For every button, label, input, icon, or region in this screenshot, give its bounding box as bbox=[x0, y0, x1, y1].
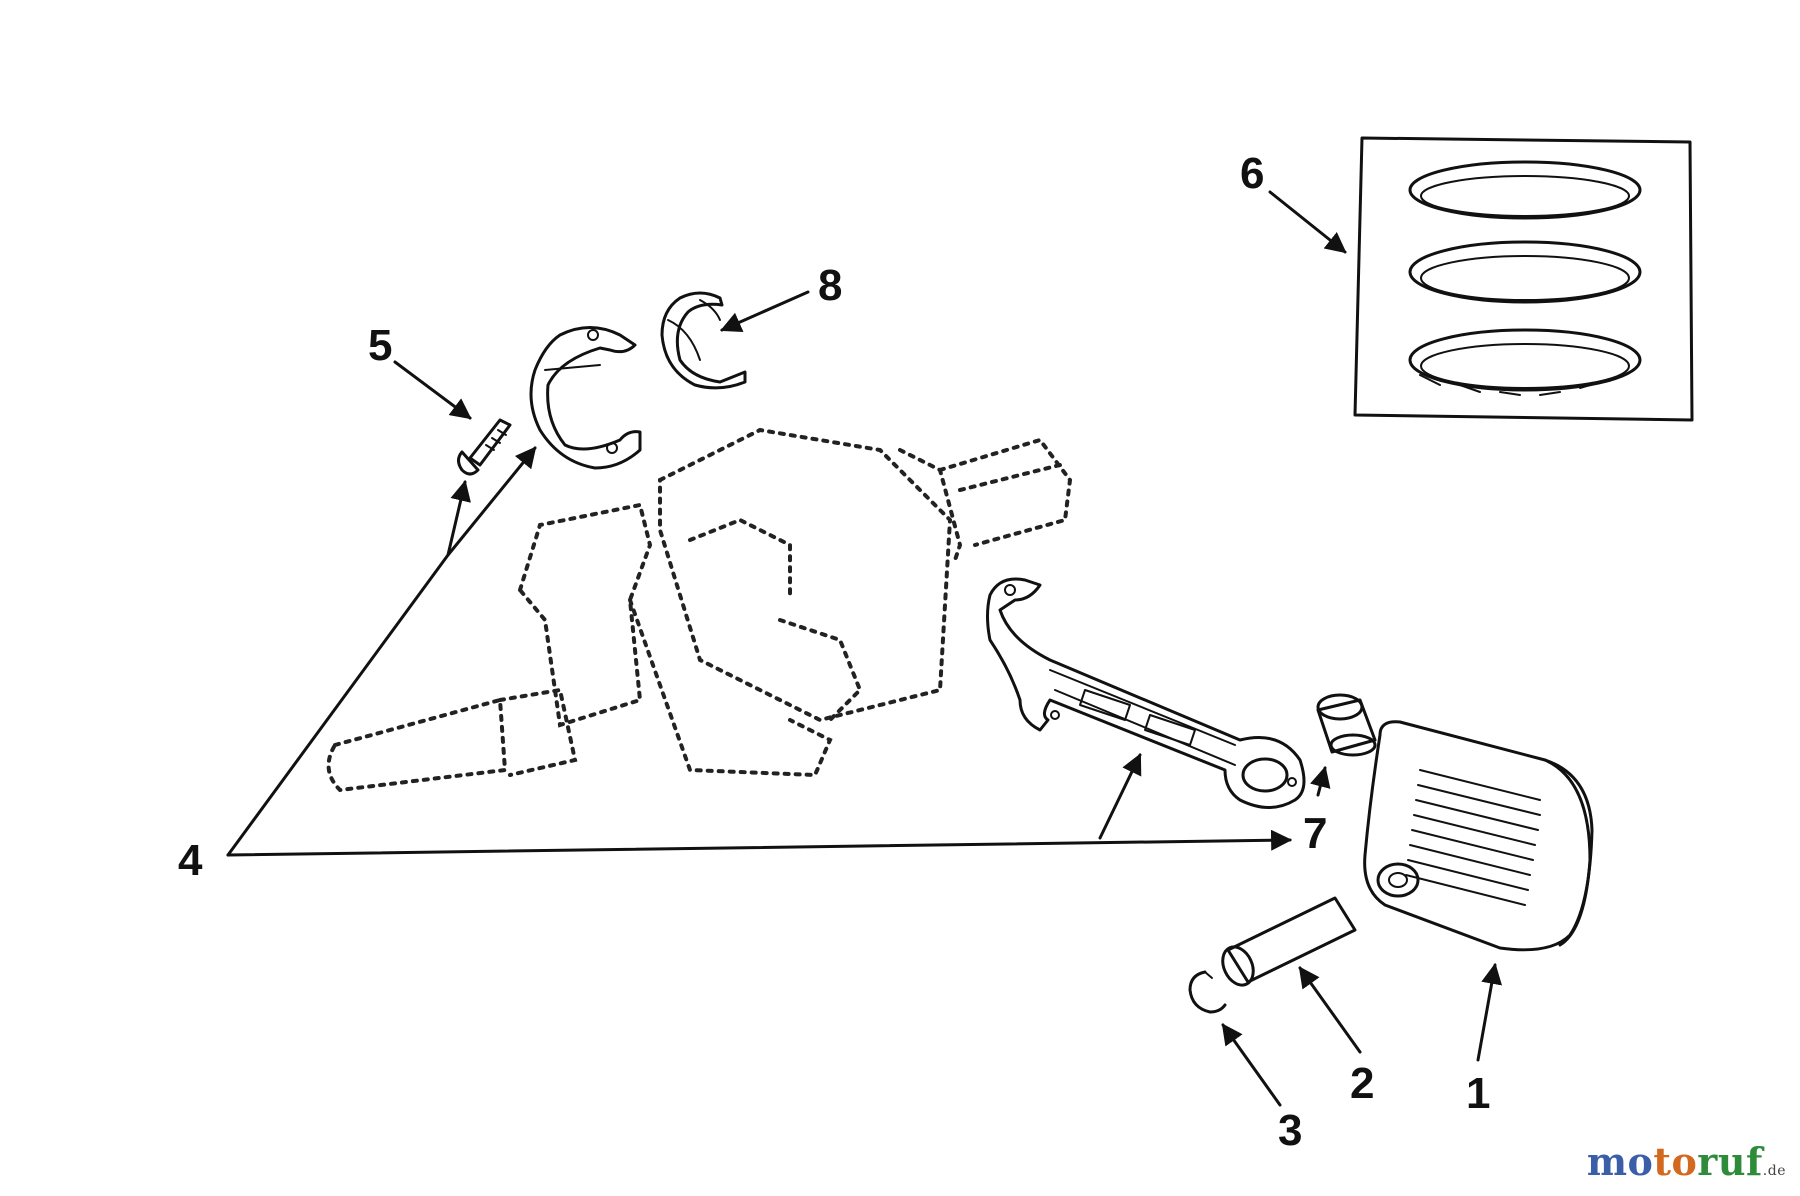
part-7-bushing bbox=[1316, 693, 1377, 757]
part-6-piston-rings bbox=[1353, 136, 1694, 422]
watermark-logo: motoruf.de bbox=[1587, 1139, 1786, 1184]
callout-6: 6 bbox=[1240, 149, 1264, 198]
watermark-part-3: ruf bbox=[1697, 1139, 1763, 1184]
callout-7: 7 bbox=[1303, 809, 1327, 858]
callout-1: 1 bbox=[1466, 1069, 1490, 1118]
callout-5: 5 bbox=[368, 321, 392, 370]
part-3-retaining-clip bbox=[1188, 970, 1227, 1014]
part-7-connecting-rod bbox=[986, 577, 1306, 809]
part-5-bolt bbox=[457, 418, 512, 476]
watermark-part-1: mo bbox=[1586, 1139, 1654, 1184]
part-2-piston-pin bbox=[1221, 896, 1357, 987]
callout-3: 3 bbox=[1278, 1106, 1302, 1155]
callout-4: 4 bbox=[178, 836, 203, 885]
crankshaft-outline bbox=[326, 427, 1073, 793]
callout-8: 8 bbox=[818, 261, 842, 310]
leader-lines bbox=[226, 190, 1503, 1107]
part-8-bearing-shell bbox=[660, 291, 747, 390]
part-4-rod-cap bbox=[529, 326, 642, 470]
part-1-piston bbox=[1363, 720, 1594, 952]
watermark-tld: .de bbox=[1762, 1163, 1786, 1179]
callout-2: 2 bbox=[1350, 1059, 1374, 1108]
watermark-part-2: to bbox=[1653, 1139, 1698, 1184]
